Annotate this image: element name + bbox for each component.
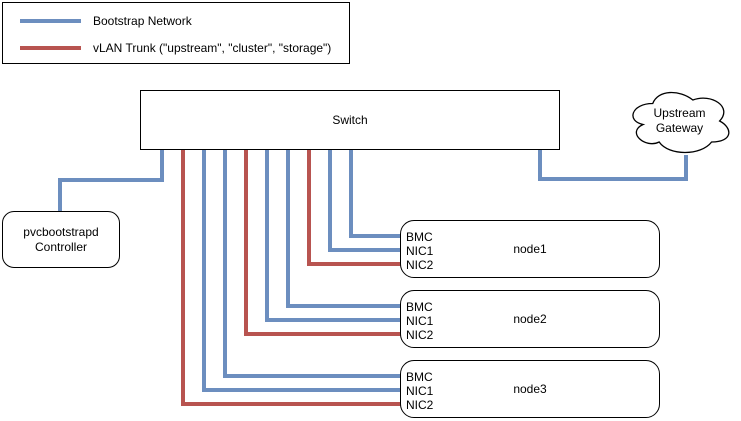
port-label-nic1: NIC1 bbox=[406, 244, 434, 258]
cloud-icon bbox=[632, 91, 730, 154]
gateway-label-line1: Upstream bbox=[653, 106, 706, 120]
node-box-node1: BMC NIC1 NIC2 node1 bbox=[400, 220, 660, 278]
node-title: node1 bbox=[513, 242, 547, 256]
wire-switch-to-node3-nic2 bbox=[181, 150, 402, 406]
wire-switch-to-node2-bmc bbox=[286, 150, 402, 308]
wire-switch-to-node3-nic1 bbox=[202, 150, 402, 392]
port-label-nic2: NIC2 bbox=[406, 258, 434, 272]
vlan-trunk-line-swatch bbox=[20, 46, 81, 50]
node-box-node3: BMC NIC1 NIC2 node3 bbox=[400, 360, 660, 418]
wire-switch-to-node1-bmc bbox=[349, 150, 402, 238]
legend-item-bootstrap-network: Bootstrap Network bbox=[20, 11, 192, 31]
port-label-nic1: NIC1 bbox=[406, 314, 434, 328]
wire-switch-to-gateway bbox=[538, 150, 688, 181]
port-label-bmc: BMC bbox=[406, 230, 433, 244]
wire-switch-to-controller bbox=[58, 150, 164, 212]
node-title: node2 bbox=[513, 312, 547, 326]
wire-switch-to-node2-nic2 bbox=[244, 150, 402, 336]
port-label-nic2: NIC2 bbox=[406, 398, 434, 412]
wire-switch-to-node1-nic1 bbox=[328, 150, 402, 252]
legend-label: vLAN Trunk ("upstream", "cluster", "stor… bbox=[93, 41, 332, 55]
switch-box: Switch bbox=[140, 90, 560, 150]
node-title: node3 bbox=[513, 382, 547, 396]
port-label-bmc: BMC bbox=[406, 300, 433, 314]
switch-label: Switch bbox=[332, 113, 368, 127]
legend-item-vlan-trunk: vLAN Trunk ("upstream", "cluster", "stor… bbox=[20, 38, 331, 58]
controller-label-line2: Controller bbox=[34, 239, 88, 254]
wire-switch-to-node2-nic1 bbox=[265, 150, 402, 322]
legend: Bootstrap Network vLAN Trunk ("upstream"… bbox=[2, 2, 350, 64]
gateway-label-line2: Gateway bbox=[655, 121, 704, 135]
wire-switch-to-node3-bmc bbox=[223, 150, 402, 378]
wire-switch-to-node1-nic2 bbox=[307, 150, 402, 266]
gateway-label: Upstream Gateway bbox=[626, 86, 733, 156]
port-label-nic2: NIC2 bbox=[406, 328, 434, 342]
bootstrap-network-line-swatch bbox=[20, 19, 81, 23]
controller-label-line1: pvcbootstrapd bbox=[23, 224, 99, 239]
gateway-cloud: Upstream Gateway bbox=[626, 86, 733, 156]
controller-box: pvcbootstrapd Controller bbox=[2, 211, 120, 268]
legend-label: Bootstrap Network bbox=[93, 14, 192, 28]
port-label-nic1: NIC1 bbox=[406, 384, 434, 398]
port-label-bmc: BMC bbox=[406, 370, 433, 384]
node-box-node2: BMC NIC1 NIC2 node2 bbox=[400, 290, 660, 348]
